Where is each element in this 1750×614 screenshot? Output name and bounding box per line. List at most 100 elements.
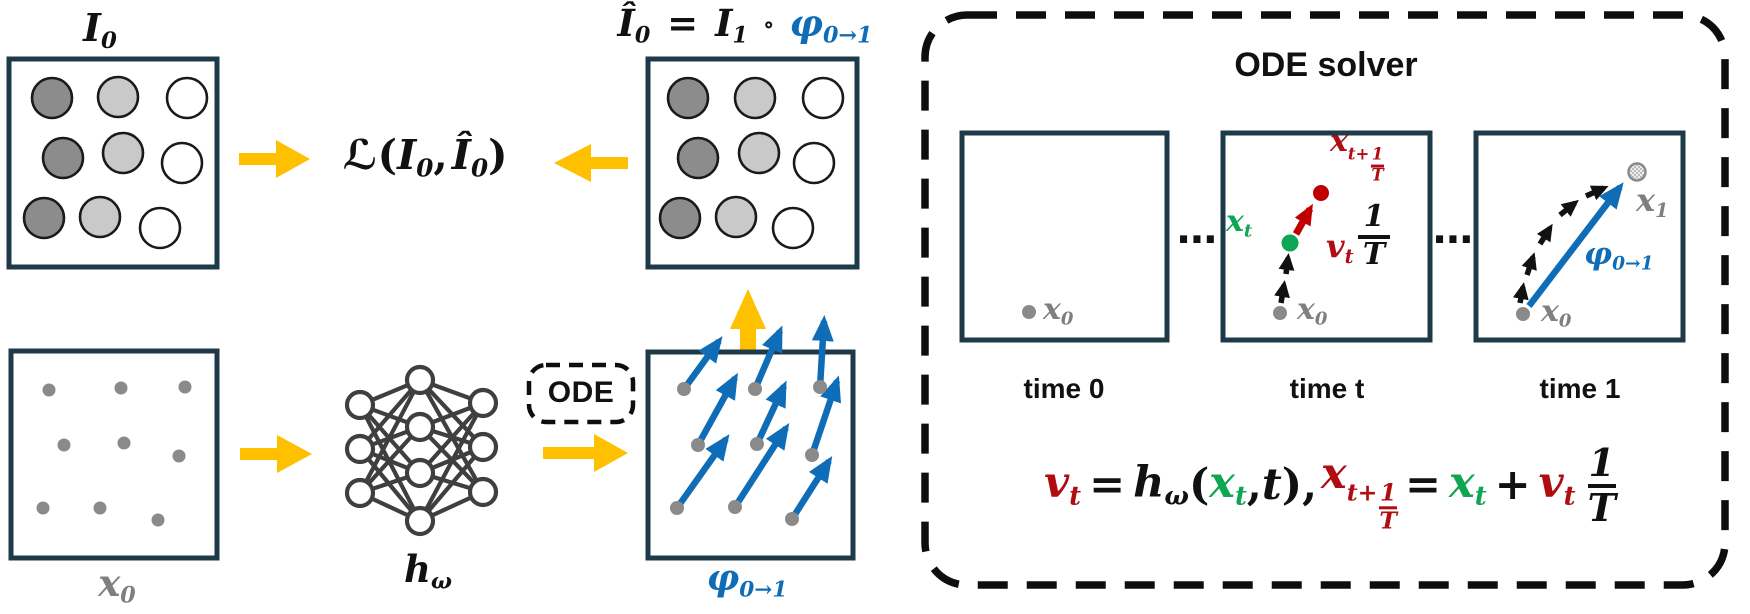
x0-box-label-sub: 0 [120,582,136,609]
eq-comma: , [1246,459,1262,510]
arrow-x0-to-network [240,435,312,473]
eq-open-paren: ( [1188,459,1210,510]
time0-caption-text: time 0 [1023,373,1105,404]
timet-x0-sub: 0 [1314,308,1328,330]
time1-phi-sub: 0→1 [1612,253,1654,275]
eq-equals-1: = [1089,459,1126,510]
timet-trajectory [1273,185,1329,320]
time1-caption-text: time 1 [1539,373,1621,404]
timet-step-den: T [1362,236,1386,272]
timet-x0-base: x [1297,292,1315,327]
ellipsis-right-text: ⋯ [1433,218,1473,262]
eq-xnext-den: T [1379,505,1398,534]
timet-vt-sub: t [1344,244,1354,268]
loss-label: ℒ(I0, Î0) [325,131,525,183]
i0-image-circles [22,75,209,250]
timet-xnext-base: x [1330,124,1348,159]
arrow-phi-to-ihat [730,289,766,352]
timet-caption: time t [1227,374,1427,403]
eq-xnext-num: 1 [1379,478,1397,507]
timet-step-num: 1 [1363,199,1385,234]
composition-operator: ∘ [762,10,775,38]
phi-box-label: φ0→1 [687,557,807,602]
time1-phi-arrow [1526,182,1624,308]
eq-vt-sub: t [1069,481,1082,512]
eq-h-sub: ω [1164,481,1189,512]
eq-h: hω [1133,460,1189,512]
time0-box [959,130,1170,343]
time1-x0-dot [1516,307,1530,321]
phi-box-label-base: φ [706,557,740,599]
loss-i-sub: 0 [416,153,434,183]
ode-solver-title-text: ODE solver [1234,46,1418,84]
x0-points-dots [36,380,192,527]
eq-vt: vt [1044,457,1082,512]
loss-ihat-sub: 0 [470,153,489,183]
neural-network [344,364,499,537]
timet-xt-dot [1281,234,1299,252]
ellipsis-right: ⋯ [1426,219,1480,261]
time0-caption: time 0 [964,374,1164,403]
ihat-title-i1: I [715,1,733,45]
loss-ihat: Î [451,131,471,179]
ode-badge-text: ODE [547,376,615,410]
loss-comma: , [433,131,448,179]
eq-step-den: T [1587,485,1616,530]
eq-plus: + [1494,459,1531,510]
ode-solver-panel-border [921,11,1729,589]
timet-vt-base: v [1326,227,1345,265]
ode-badge-box [526,362,636,425]
time1-x0-base: x [1541,294,1559,329]
eq-xt: xt [1209,457,1247,512]
eq-xt-sub: t [1234,481,1247,512]
time1-phi-label: φ0→1 [1584,238,1654,274]
eq-xnext-base: x [1321,449,1347,500]
phi-field-vectors [674,315,842,521]
i0-title: I0 [50,8,150,54]
network-nodes [344,364,499,537]
time1-caption: time 1 [1480,374,1680,403]
eq-vt2: vt [1538,457,1576,512]
eq-close-paren: ), [1281,459,1318,510]
ellipsis-left-text: ⋯ [1177,218,1217,262]
timet-box [1220,130,1433,343]
timet-vt-label: vt [1326,227,1354,268]
time0-x0-dot [1022,305,1036,319]
timet-x0-label: x0 [1297,294,1327,329]
eq-vt-base: v [1044,457,1070,508]
time1-trajectory [1512,162,1647,321]
eq-step-num: 1 [1588,439,1615,485]
time1-x1-base: x [1636,181,1656,219]
ihat-title-i1-sub: 1 [732,22,748,49]
ihat-title-ihat: Î [617,1,635,45]
eq-xt2-sub: t [1474,481,1487,512]
loss-open: ( [377,131,398,179]
eq-vt2-sub: t [1563,481,1576,512]
time1-phi-base: φ [1584,236,1613,272]
time1-x1-dot [1627,162,1647,182]
eq-equals-2: = [1405,459,1442,510]
eq-xt-base: x [1209,457,1235,508]
eq-vt2-base: v [1538,457,1564,508]
i0-title-base: I [83,5,101,50]
timet-x0-dot [1273,306,1287,320]
i0-title-sub: 0 [100,27,117,54]
loss-i: I [397,131,417,179]
network-label: hω [368,550,488,594]
time1-x1-label: x1 [1636,181,1668,221]
time0-x0-base: x [1043,292,1061,327]
timet-xnext-sub-pre: t+ [1347,144,1370,164]
ihat-title-ihat-sub: 0 [634,22,651,49]
ihat-title-eq: = [667,1,699,45]
timet-xt-sub: t [1243,220,1253,242]
ode-badge-label: ODE [529,364,633,422]
eq-xt2: xt [1449,460,1487,512]
